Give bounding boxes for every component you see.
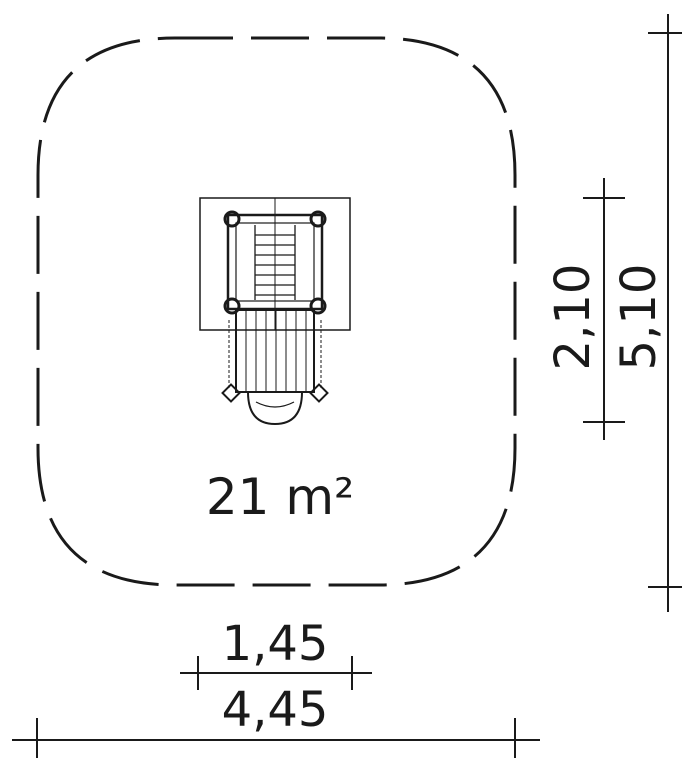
play-equipment-plan <box>199 197 351 426</box>
post-icon <box>309 383 329 403</box>
slide <box>228 309 322 426</box>
equipment-depth-label: 2,10 <box>545 264 601 371</box>
post-icon <box>223 297 241 315</box>
width-dimension-lines <box>12 656 540 758</box>
post-icon <box>223 210 241 228</box>
safety-width-label: 4,45 <box>222 682 329 738</box>
post-icon <box>309 210 327 228</box>
depth-dimension-lines <box>583 14 682 612</box>
safety-depth-label: 5,10 <box>611 264 667 371</box>
post-icon <box>309 297 327 315</box>
ladder <box>254 225 296 300</box>
area-label: 21 m² <box>206 468 354 526</box>
equipment-width-label: 1,45 <box>222 616 329 672</box>
safety-zone-outline <box>36 36 517 587</box>
post-icon <box>221 383 241 403</box>
